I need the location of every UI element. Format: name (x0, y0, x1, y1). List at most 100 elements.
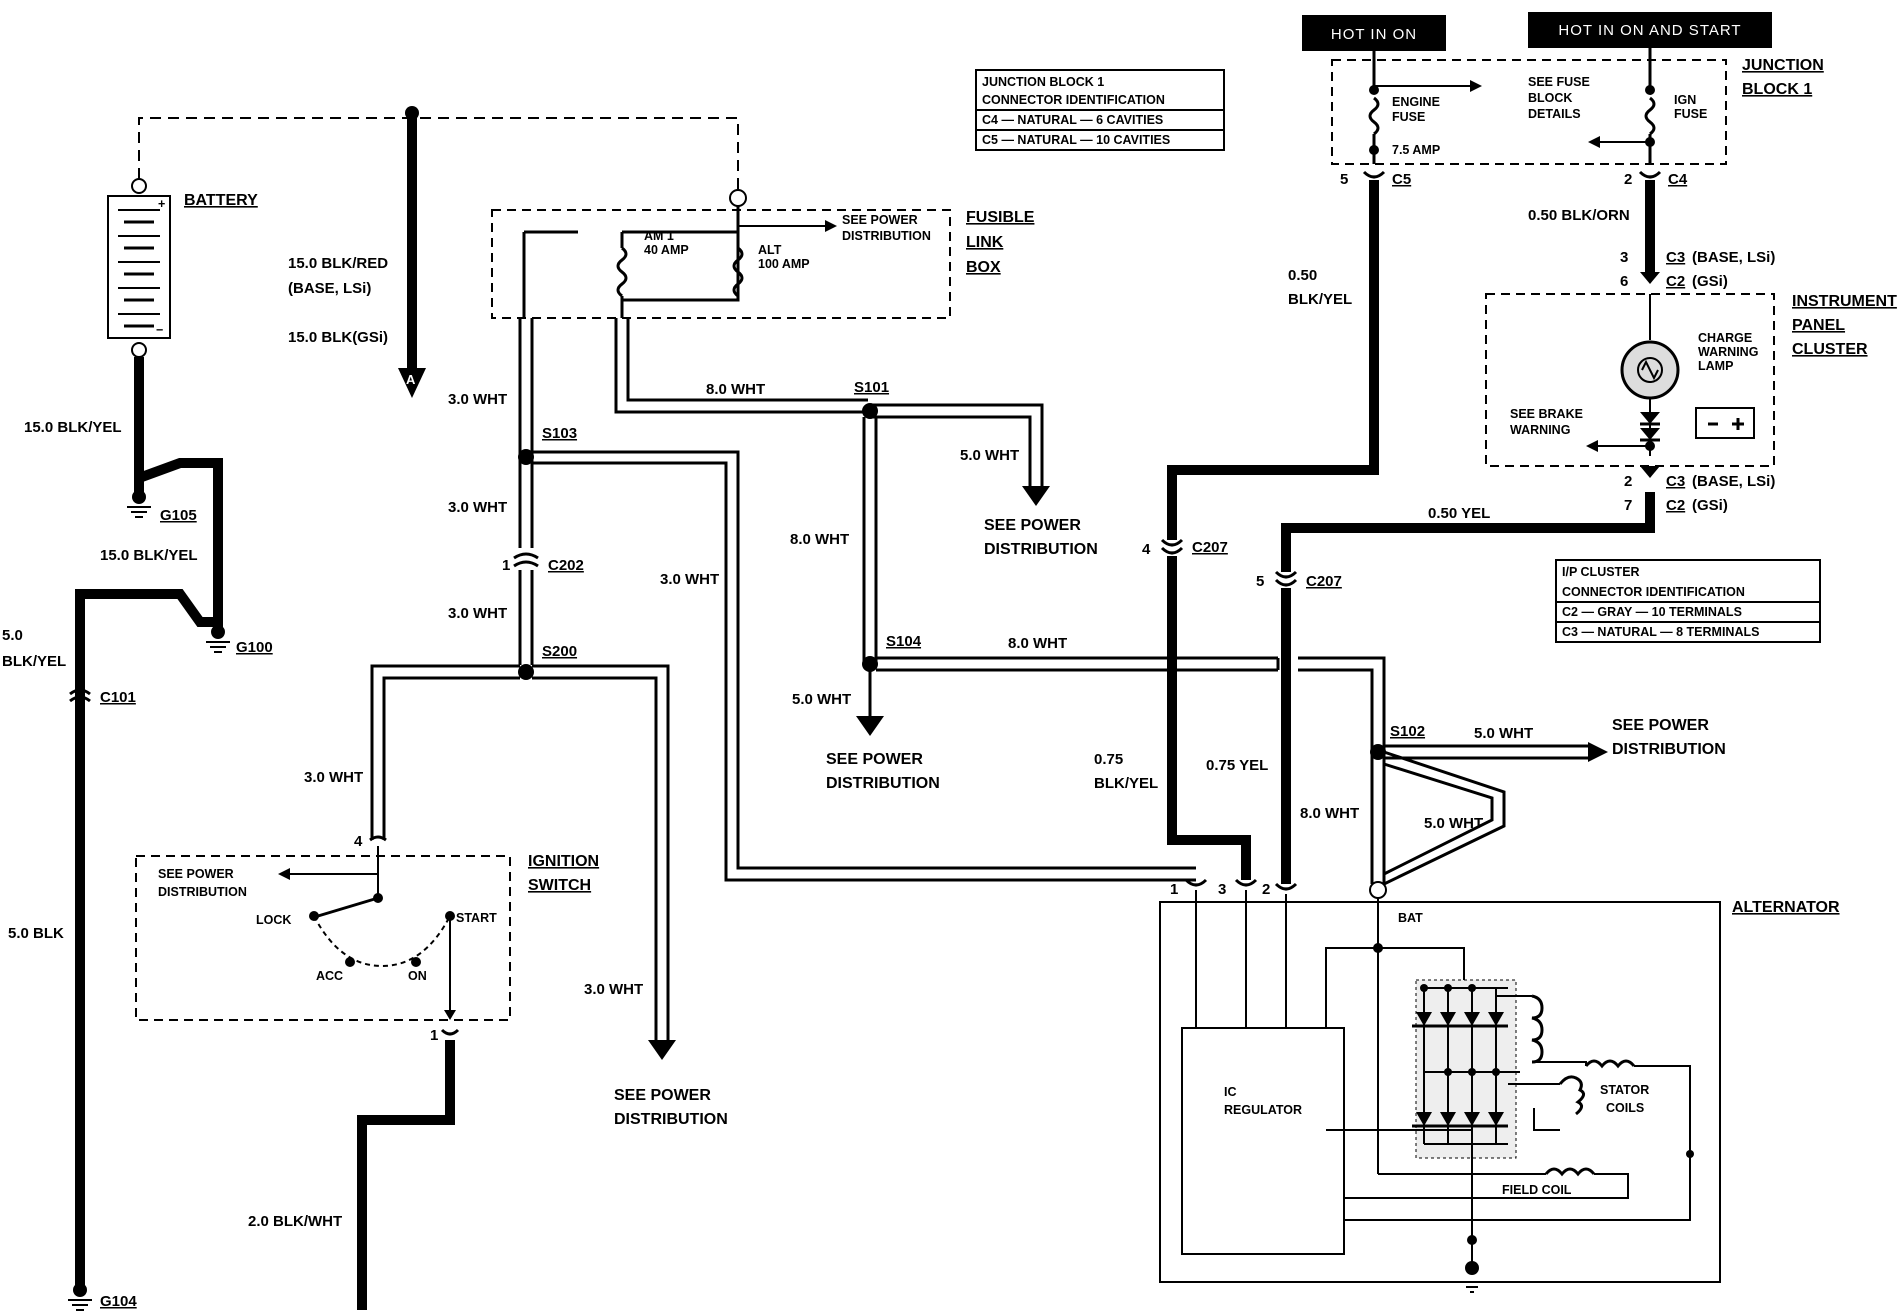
hot-in-on-and-start-header: HOT IN ON AND START (1558, 22, 1741, 39)
svg-text:IGN: IGN (1674, 93, 1696, 107)
svg-text:−: − (156, 323, 163, 337)
svg-text:7.5 AMP: 7.5 AMP (1392, 143, 1440, 157)
see-power-distribution-ref: SEE POWER (842, 213, 918, 227)
svg-text:(GSi): (GSi) (1692, 273, 1728, 290)
svg-text:(BASE, LSi): (BASE, LSi) (1692, 473, 1775, 490)
ignition-position-label: ACC (316, 969, 343, 983)
ignition-position-label: ON (408, 969, 427, 983)
charge-warning-lamp (1620, 340, 1680, 400)
jb1-connector-id-table: JUNCTION BLOCK 1 CONNECTOR IDENTIFICATIO… (975, 69, 1225, 151)
svg-text:(BASE, LSi): (BASE, LSi) (1692, 249, 1775, 266)
wire-label: 15.0 BLK/RED (288, 255, 388, 272)
svg-text:4: 4 (1142, 541, 1151, 558)
wire-label: 8.0 WHT (1300, 805, 1359, 822)
ip-connector-id-table: I/P CLUSTER CONNECTOR IDENTIFICATION C2 … (1555, 559, 1821, 643)
svg-text:WARNING: WARNING (1510, 423, 1570, 437)
wire-label: 3.0 WHT (304, 769, 363, 786)
wire-label: 0.75 (1094, 751, 1123, 768)
connector-label: C207 (1306, 573, 1342, 590)
see-power-distribution-ref: DISTRIBUTION (826, 775, 940, 792)
ip-table-title: I/P CLUSTER (1562, 565, 1640, 579)
wire-label: 15.0 BLK/YEL (24, 419, 122, 436)
rectifier-diode-bridge (1412, 979, 1520, 1159)
wire-label: 0.50 (1288, 267, 1317, 284)
wire-label: (BASE, LSi) (288, 280, 371, 297)
ground-label: G104 (100, 1293, 137, 1310)
see-power-distribution-ref: DISTRIBUTION (984, 541, 1098, 558)
battery: + − (107, 178, 171, 358)
svg-text:4: 4 (354, 833, 363, 850)
fusible-link-box (491, 209, 951, 319)
ground-symbol (206, 625, 230, 653)
svg-text:2: 2 (1624, 171, 1632, 188)
junction-block-1 (1331, 59, 1727, 165)
svg-text:2: 2 (1262, 881, 1270, 898)
see-power-distribution-ref: SEE POWER (614, 1087, 711, 1104)
svg-text:5: 5 (1340, 171, 1348, 188)
see-power-distribution-ref: SEE POWER (984, 517, 1081, 534)
splice-label: S104 (886, 633, 922, 650)
splice-label: S102 (1390, 723, 1425, 740)
alternator-bat-label: BAT (1398, 911, 1423, 925)
wire-label: 15.0 BLK(GSi) (288, 329, 388, 346)
instrument-panel-cluster (1485, 293, 1775, 467)
hot-in-on-header-box (1302, 15, 1446, 51)
svg-text:1: 1 (1170, 881, 1178, 898)
wire-label: 5.0 WHT (792, 691, 851, 708)
svg-text:IC: IC (1224, 1085, 1237, 1099)
svg-text:7: 7 (1624, 497, 1632, 514)
fusible-link-alt (622, 246, 744, 302)
ground-symbol (1462, 1281, 1482, 1293)
alternator-label: ALTERNATOR (1732, 899, 1840, 916)
svg-text:3: 3 (1218, 881, 1226, 898)
wire-label: 8.0 WHT (706, 381, 765, 398)
wire-label: BLK/YEL (2, 653, 66, 670)
ic-regulator (1181, 1027, 1345, 1255)
alternator (1159, 901, 1721, 1283)
svg-text:ALT: ALT (758, 243, 782, 257)
wire-label: 5.0 (2, 627, 23, 644)
jb1-table-row: C5 — NATURAL — 10 CAVITIES (982, 133, 1170, 147)
svg-text:1: 1 (430, 1027, 438, 1044)
splice-label: S200 (542, 643, 577, 660)
fusible-link-box-label: LINK (966, 234, 1004, 251)
ignition-switch-label: SWITCH (528, 877, 591, 894)
connector-label: C202 (548, 557, 584, 574)
connector-label: C4 (1668, 171, 1688, 188)
wire-label: 8.0 WHT (1008, 635, 1067, 652)
ignition-position-label: START (456, 911, 497, 925)
svg-text:40 AMP: 40 AMP (644, 243, 689, 257)
svg-text:REGULATOR: REGULATOR (1224, 1103, 1302, 1117)
ground-symbol (68, 1283, 92, 1311)
junction-block-label: JUNCTION (1742, 57, 1824, 74)
wire-label: 5.0 WHT (960, 447, 1019, 464)
connector-label: C2 (1666, 273, 1685, 290)
battery-label: BATTERY (184, 192, 258, 209)
wire-label: 3.0 WHT (660, 571, 719, 588)
instrument-cluster-label: CLUSTER (1792, 341, 1868, 358)
wire-label: BLK/YEL (1288, 291, 1352, 308)
see-power-distribution-ref: SEE POWER (1612, 717, 1709, 734)
wire-label: 3.0 WHT (448, 605, 507, 622)
wire-label: 3.0 WHT (448, 499, 507, 516)
wire-label: 3.0 WHT (584, 981, 643, 998)
svg-text:SEE POWER: SEE POWER (158, 867, 234, 881)
junction-block-label: BLOCK 1 (1742, 81, 1812, 98)
svg-text:STATOR: STATOR (1600, 1083, 1649, 1097)
wire-label: 0.75 YEL (1206, 757, 1268, 774)
battery-warning-icon (1695, 407, 1755, 439)
jb1-table-row: C4 — NATURAL — 6 CAVITIES (982, 113, 1163, 127)
svg-text:A: A (406, 372, 416, 387)
svg-text:BLOCK: BLOCK (1528, 91, 1572, 105)
ip-table-row: C2 — GRAY — 10 TERMINALS (1562, 605, 1742, 619)
svg-text:SEE FUSE: SEE FUSE (1528, 75, 1590, 89)
wire-label: 3.0 WHT (448, 391, 507, 408)
svg-text:CHARGE: CHARGE (1698, 331, 1752, 345)
fusible-link-am1 (616, 232, 628, 318)
ground-symbol (127, 490, 151, 518)
svg-text:ENGINE: ENGINE (1392, 95, 1440, 109)
ip-table-subtitle: CONNECTOR IDENTIFICATION (1562, 585, 1745, 599)
wire-label: 0.50 BLK/ORN (1528, 207, 1630, 224)
svg-text:3: 3 (1620, 249, 1628, 266)
svg-text:+: + (158, 197, 165, 211)
